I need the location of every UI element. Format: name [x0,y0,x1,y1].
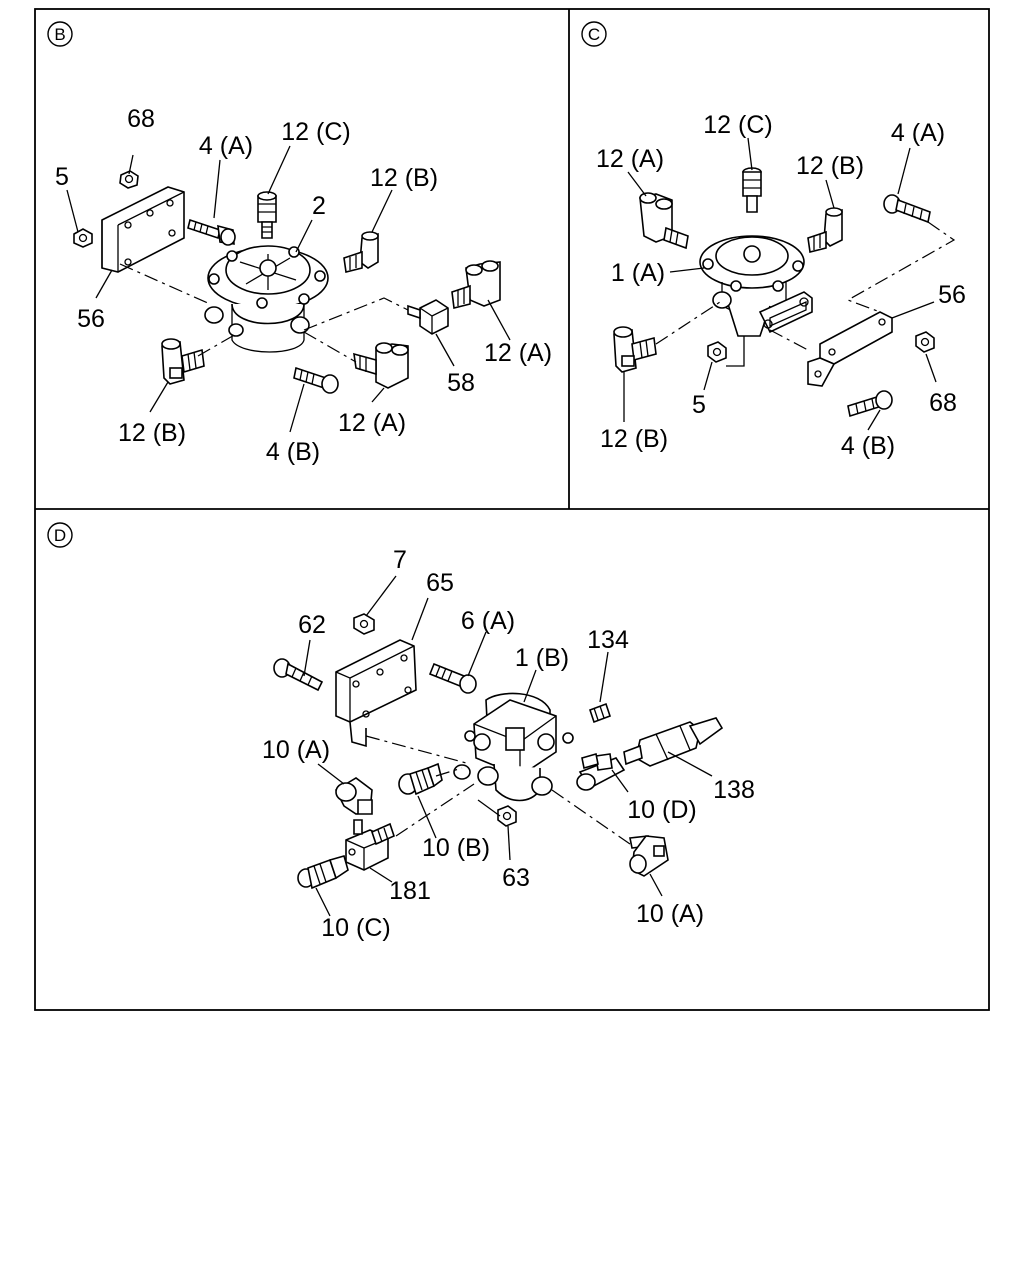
label-62: 62 [298,611,326,639]
nut-5 [73,228,93,248]
label-138: 138 [713,776,755,804]
panel-b: B [47,21,552,466]
label-65: 65 [426,569,454,597]
label-68: 68 [929,389,957,417]
label-1a: 1 (A) [611,259,665,287]
relay-valve-1a [699,235,813,337]
svg-text:C: C [588,25,600,44]
svg-text:B: B [54,25,65,44]
label-4b: 4 (B) [841,432,895,460]
bolt-6a [428,662,477,694]
elbow-12a [639,192,689,250]
label-4a: 4 (A) [891,119,945,147]
bolt-4b [293,366,339,394]
elbow-12b-lower [613,326,657,373]
label-10a-lower: 10 (A) [636,900,704,928]
connector-138 [623,717,724,767]
relay-valve-1b [453,692,574,802]
label-12a-right: 12 (A) [484,339,552,367]
bolt-4a [883,194,931,224]
label-68: 68 [127,105,155,133]
label-4a: 4 (A) [199,132,253,160]
label-10c: 10 (C) [321,914,390,942]
label-10a-upper: 10 (A) [262,736,330,764]
label-56: 56 [77,305,105,333]
label-12a: 12 (A) [596,145,664,173]
label-181: 181 [389,877,431,905]
label-58: 58 [447,369,475,397]
label-10b: 10 (B) [422,834,490,862]
elbow-12b-right [807,207,843,253]
fitting-10b [398,762,443,796]
tee-10d [576,752,626,791]
elbow-12a-lower [353,342,409,389]
elbow-12b-left [161,338,205,385]
label-5: 5 [692,391,706,419]
elbow-10a-upper [334,777,373,815]
panel-badge-b: B [47,21,73,47]
label-12b-left: 12 (B) [118,419,186,447]
elbow-12b-right [343,231,379,273]
bracket-56 [807,311,893,387]
nut-68 [915,331,935,353]
label-12b-right: 12 (B) [796,152,864,180]
bolt-4a [187,218,236,246]
relay-valve-2 [204,245,329,353]
panel-badge-c: C [581,21,607,47]
panel-badge-d: D [47,522,73,548]
label-12a-lower: 12 (A) [338,409,406,437]
bracket-65 [335,639,417,748]
fitting-12c [742,167,762,213]
block-58 [407,299,449,335]
label-4b: 4 (B) [266,438,320,466]
plug-134 [588,702,612,724]
label-7: 7 [393,546,407,574]
label-2: 2 [312,192,326,220]
fitting-10c [297,855,349,890]
nut-7 [353,613,375,635]
label-134: 134 [587,626,629,654]
bolt-62 [273,658,324,692]
bracket-56 [101,186,185,273]
label-63: 63 [502,864,530,892]
label-1b: 1 (B) [515,644,569,672]
elbow-10a-lower [629,835,669,877]
label-12b-lower: 12 (B) [600,425,668,453]
label-6a: 6 (A) [461,607,515,635]
label-12c: 12 (C) [281,118,350,146]
label-5: 5 [55,163,69,191]
nut-5 [707,341,727,363]
label-12c: 12 (C) [703,111,772,139]
elbow-12a-right [451,260,501,309]
bolt-4b [847,390,893,418]
tee-block-181 [345,819,395,871]
label-12b-right: 12 (B) [370,164,438,192]
nut-63 [497,805,517,827]
panel-c: C [581,21,966,460]
fitting-12c [257,191,277,239]
label-10d: 10 (D) [627,796,696,824]
label-56: 56 [938,281,966,309]
svg-text:D: D [54,526,66,545]
panel-d: D [47,522,755,942]
